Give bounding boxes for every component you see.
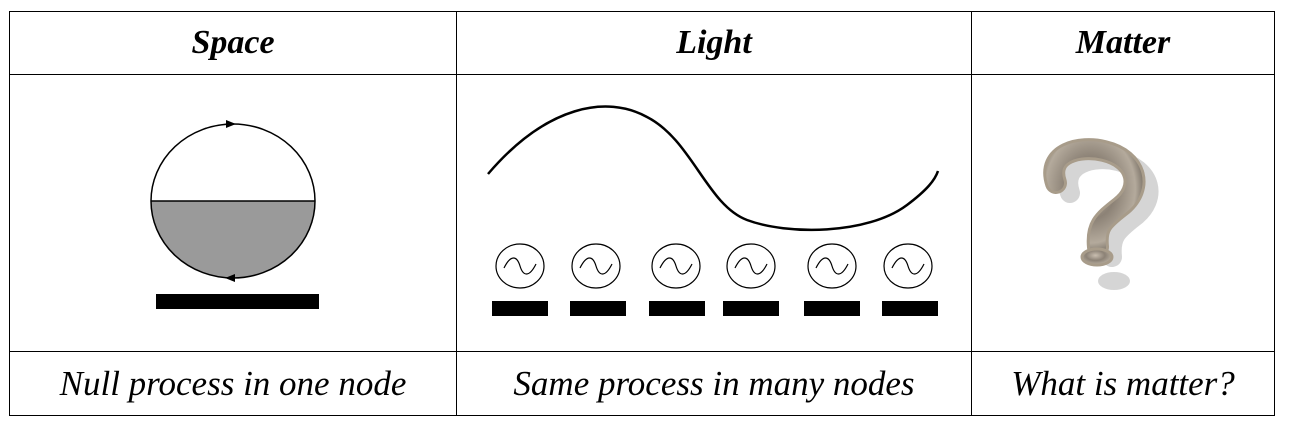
caption-space: Null process in one node — [9, 351, 457, 416]
circle-lower-half — [151, 201, 315, 278]
rotating-circle-icon — [150, 120, 319, 309]
node-bar — [649, 301, 705, 316]
node-bar — [804, 301, 860, 316]
header-light-label: Light — [676, 24, 752, 61]
node-bar — [882, 301, 938, 316]
header-matter-label: Matter — [1075, 24, 1171, 61]
header-row: Space Light Matter — [9, 11, 1275, 75]
node-bar — [492, 301, 548, 316]
space-cell — [9, 74, 457, 352]
oscillator-icon — [571, 243, 621, 289]
node-bar — [723, 301, 779, 316]
oscillator-icon — [807, 243, 857, 289]
header-light: Light — [456, 11, 972, 75]
question-mark-body — [1046, 141, 1143, 255]
question-mark-dot — [1080, 247, 1114, 267]
matter-cell — [971, 74, 1275, 352]
caption-space-label: Null process in one node — [59, 363, 407, 403]
light-cell — [456, 74, 972, 352]
caption-matter: What is matter? — [971, 351, 1275, 416]
arrow-bottom-icon — [225, 274, 235, 282]
illustration-row — [9, 74, 1275, 352]
caption-matter-label: What is matter? — [1011, 363, 1235, 403]
header-matter: Matter — [971, 11, 1275, 75]
oscillator-row — [495, 243, 933, 289]
header-space: Space — [9, 11, 457, 75]
node-bar-row — [492, 301, 938, 316]
oscillator-icon — [495, 243, 545, 289]
wave-curve — [487, 105, 940, 232]
header-space-label: Space — [191, 24, 275, 61]
node-bar — [156, 294, 319, 309]
caption-row: Null process in one node Same process in… — [9, 351, 1275, 416]
arrow-top-icon — [226, 120, 236, 128]
concept-table: Space Light Matter — [9, 11, 1275, 416]
wave-icon — [487, 105, 940, 316]
node-bar — [570, 301, 626, 316]
oscillator-icon — [651, 243, 701, 289]
oscillator-icon — [726, 243, 776, 289]
question-mark-icon — [1043, 138, 1159, 290]
oscillator-icon — [883, 243, 933, 289]
caption-light-label: Same process in many nodes — [513, 363, 915, 403]
caption-light: Same process in many nodes — [456, 351, 972, 416]
